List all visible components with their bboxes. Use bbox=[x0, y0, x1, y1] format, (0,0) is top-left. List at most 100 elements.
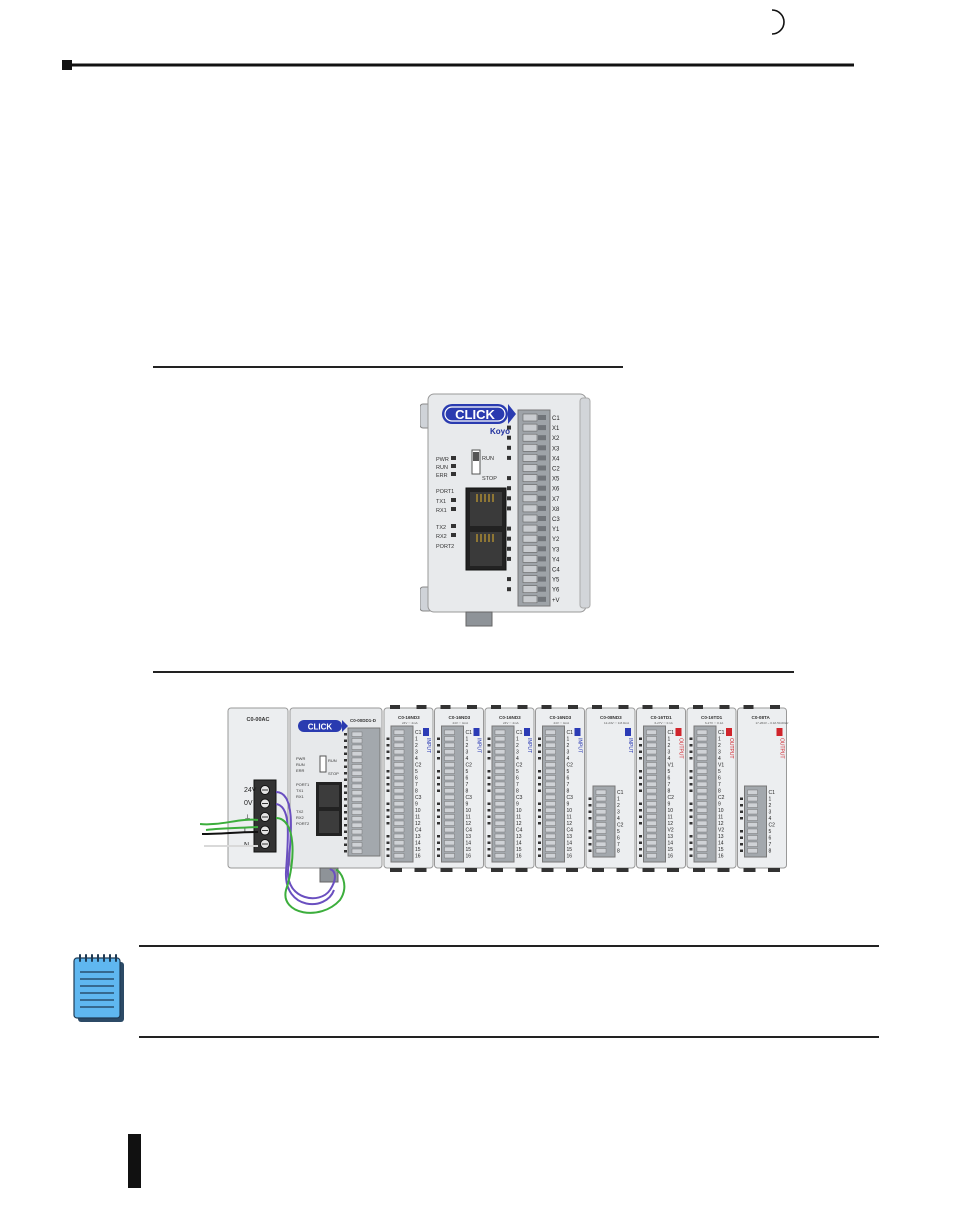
terminal-slot bbox=[538, 475, 546, 481]
io-module-foot bbox=[743, 868, 756, 872]
io-led bbox=[487, 770, 491, 773]
switch-label-stop: STOP bbox=[482, 476, 497, 482]
io-led bbox=[689, 815, 693, 818]
io-led bbox=[639, 744, 642, 747]
io-led bbox=[487, 815, 491, 818]
terminal-slot bbox=[538, 566, 546, 572]
terminal-label-ground: ⏚ bbox=[244, 814, 251, 822]
io-terminal-label: 7 bbox=[769, 842, 772, 848]
terminal-label: +V bbox=[552, 598, 560, 604]
io-led bbox=[740, 843, 743, 846]
io-terminal-label: 2 bbox=[668, 743, 671, 749]
terminal-screw bbox=[522, 565, 538, 573]
io-led bbox=[639, 841, 642, 844]
io-terminal-label: 2 bbox=[718, 743, 721, 749]
io-terminal bbox=[747, 841, 758, 847]
io-terminal-label: 5 bbox=[516, 769, 519, 775]
io-terminal-label: 5 bbox=[415, 769, 418, 775]
io-module-title: C0-16TD1 bbox=[651, 715, 673, 720]
io-module-rating: 24V ⎓ 4mA bbox=[503, 721, 519, 725]
io-led bbox=[487, 841, 491, 844]
io-terminal bbox=[494, 853, 506, 859]
io-led bbox=[437, 744, 440, 747]
io-module-title: C0-16ND3 bbox=[449, 715, 471, 720]
power-module-title: C0-00AC bbox=[247, 717, 270, 723]
io-terminal-label: C2 bbox=[466, 763, 473, 769]
io-terminal bbox=[444, 755, 455, 761]
terminal-screw bbox=[522, 575, 538, 583]
io-terminal-label: 14 bbox=[567, 841, 573, 847]
terminal-screw bbox=[522, 524, 538, 533]
io-terminal-label: 6 bbox=[516, 776, 519, 782]
terminal-slot bbox=[538, 596, 546, 602]
io-module-kind: OUTPUT bbox=[678, 738, 684, 759]
cpu-io-led bbox=[344, 804, 347, 807]
cpu-terminal bbox=[351, 803, 363, 809]
io-led bbox=[386, 841, 390, 844]
terminal-label: X6 bbox=[552, 487, 560, 493]
io-terminal bbox=[444, 814, 455, 820]
cpu-io-led bbox=[344, 843, 347, 846]
io-module-kind: INPUT bbox=[476, 738, 482, 753]
io-led bbox=[689, 848, 693, 851]
io-terminal bbox=[393, 833, 405, 839]
io-led bbox=[639, 854, 642, 857]
cpu-terminal bbox=[351, 757, 363, 763]
io-terminal-label: 10 bbox=[718, 808, 724, 814]
io-led bbox=[437, 809, 440, 812]
io-terminal bbox=[646, 827, 657, 833]
terminal-slot bbox=[538, 485, 546, 491]
io-terminal bbox=[646, 742, 657, 748]
io-terminal-label: 9 bbox=[668, 802, 671, 808]
io-led bbox=[507, 546, 511, 551]
crop-mark bbox=[771, 9, 785, 35]
svg-text:PWR: PWR bbox=[296, 756, 305, 761]
io-terminal bbox=[444, 807, 455, 813]
cpu-io-led bbox=[344, 752, 347, 755]
port2-label: PORT2 bbox=[436, 544, 454, 550]
io-led bbox=[386, 815, 390, 818]
svg-text:PORT1: PORT1 bbox=[296, 782, 310, 787]
io-terminal-label: 14 bbox=[668, 841, 674, 847]
io-led bbox=[588, 830, 592, 833]
io-terminal bbox=[393, 801, 405, 807]
svg-text:RX2: RX2 bbox=[296, 815, 305, 820]
io-terminal-label: 3 bbox=[516, 750, 519, 756]
io-terminal-label: C2 bbox=[415, 763, 422, 769]
io-led bbox=[538, 854, 541, 857]
terminal-slot bbox=[538, 546, 546, 552]
io-terminal bbox=[696, 820, 708, 826]
io-terminal-label: 7 bbox=[415, 782, 418, 788]
cpu-io-led bbox=[344, 811, 347, 814]
terminal-screw bbox=[522, 514, 538, 523]
io-led bbox=[507, 476, 511, 481]
io-led bbox=[507, 425, 511, 430]
cpu-terminal bbox=[351, 764, 363, 770]
cpu-io-led bbox=[344, 772, 347, 775]
io-terminal bbox=[444, 840, 455, 846]
io-led bbox=[740, 836, 743, 839]
io-terminal-label: 12 bbox=[567, 821, 573, 827]
io-terminal bbox=[696, 736, 708, 742]
svg-text:TX1: TX1 bbox=[296, 788, 304, 793]
io-terminal-label: 6 bbox=[769, 836, 772, 842]
io-led bbox=[386, 776, 390, 779]
io-led bbox=[437, 848, 440, 851]
io-terminal-label: 7 bbox=[617, 842, 620, 848]
io-led bbox=[487, 854, 491, 857]
io-led bbox=[386, 770, 390, 773]
cpu-terminal bbox=[351, 822, 363, 828]
cpu-terminal bbox=[351, 816, 363, 822]
cpu-io-led bbox=[344, 733, 347, 736]
io-led bbox=[386, 750, 390, 753]
io-led bbox=[689, 841, 693, 844]
io-module-title: C0-16ND3 bbox=[398, 715, 420, 720]
terminal-slot bbox=[538, 455, 546, 461]
io-terminal-label: C1 bbox=[567, 730, 574, 736]
io-terminal-label: 10 bbox=[668, 808, 674, 814]
cpu-io-led bbox=[344, 850, 347, 853]
io-terminal-label: 7 bbox=[516, 782, 519, 788]
